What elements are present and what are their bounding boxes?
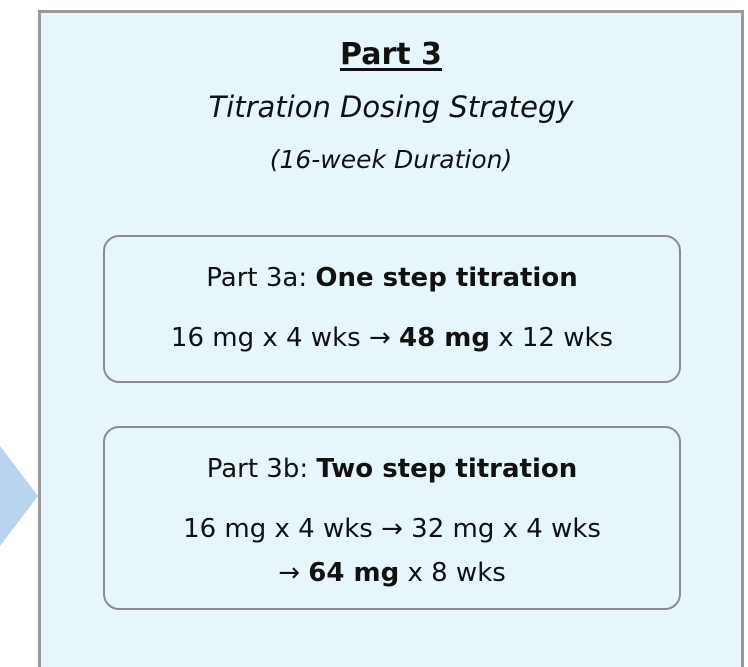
flow-arrow-shape bbox=[0, 446, 38, 546]
part-duration: (16-week Duration) bbox=[269, 145, 513, 174]
part-subtitle: Titration Dosing Strategy bbox=[208, 90, 574, 124]
part-3a-heading: Part 3a: One step titration bbox=[105, 263, 679, 293]
part-3a-name: One step titration bbox=[315, 263, 578, 293]
part-3a-label: Part 3a: bbox=[206, 263, 316, 293]
part-3b-regimen-dose: 64 mg bbox=[308, 558, 400, 588]
part-3a-regimen-start: 16 mg x 4 wks → bbox=[170, 323, 399, 353]
part-3-panel: Part 3 Titration Dosing Strategy (16-wee… bbox=[38, 10, 744, 667]
part-3a-regimen: 16 mg x 4 wks → 48 mg x 12 wks bbox=[105, 323, 679, 353]
part-3a-regimen-dose: 48 mg bbox=[399, 323, 490, 353]
part-title: Part 3 bbox=[340, 37, 442, 72]
part-3b-regimen-line-2: → 64 mg x 8 wks bbox=[105, 558, 679, 588]
part-3b-box: Part 3b: Two step titration 16 mg x 4 wk… bbox=[103, 426, 681, 610]
part-3b-name: Two step titration bbox=[316, 454, 578, 484]
part-3b-heading: Part 3b: Two step titration bbox=[105, 454, 679, 484]
part-3b-regimen-arrow: → bbox=[278, 558, 309, 588]
part-3a-box: Part 3a: One step titration 16 mg x 4 wk… bbox=[103, 235, 681, 383]
part-3a-regimen-end: x 12 wks bbox=[489, 323, 614, 353]
part-3b-label: Part 3b: bbox=[206, 454, 317, 484]
part-3b-regimen-end: x 8 wks bbox=[399, 558, 506, 588]
part-3b-regimen-line-1: 16 mg x 4 wks → 32 mg x 4 wks bbox=[183, 514, 601, 544]
